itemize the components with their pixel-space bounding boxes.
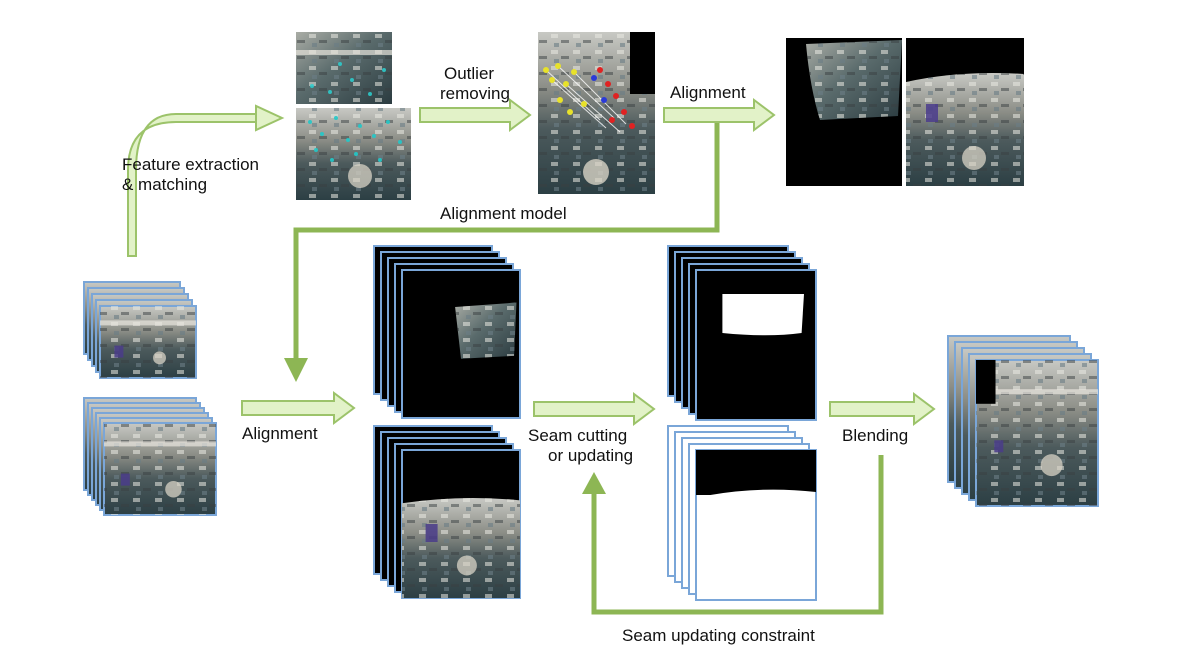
blending-arrow <box>829 392 936 426</box>
input-stack-lower-frame <box>103 422 217 516</box>
aligned-stack-upper-frame <box>401 269 521 419</box>
feature-image-bottom <box>296 108 411 200</box>
feature-image-pair <box>296 32 411 200</box>
alignment-left-label: Alignment <box>242 424 318 443</box>
alignment-top-arrow <box>663 98 776 132</box>
alignment-model-label: Alignment model <box>440 204 567 223</box>
aligned-stack-lower-frame <box>401 449 521 599</box>
alignment-model-connector <box>293 118 720 360</box>
seam-cutting-arrow <box>533 392 656 426</box>
aligned-stack-upper <box>373 245 521 419</box>
mask-stack-lower-frame <box>695 449 817 601</box>
aligned-stack-lower <box>373 425 521 599</box>
outlier-removed-image <box>538 32 655 194</box>
blended-stack <box>947 335 1099 507</box>
alignment-model-arrowhead <box>284 358 308 382</box>
input-stack-lower <box>83 397 217 516</box>
seam-constraint-arrowhead <box>582 472 606 494</box>
mask-stack-upper-frame <box>695 269 817 421</box>
blending-label: Blending <box>842 426 909 445</box>
input-stack-upper-frame <box>99 305 197 379</box>
alignment-top-label: Alignment <box>670 83 746 102</box>
outlier-removing-arrow <box>419 98 532 132</box>
aligned-warped-image <box>786 38 902 186</box>
mask-stack-lower <box>667 425 817 601</box>
feature-extraction-arrow <box>127 104 285 257</box>
feature-extraction-label: Feature extraction <box>122 155 260 174</box>
aligned-reference-image <box>906 38 1024 186</box>
input-stack-upper <box>83 281 197 379</box>
alignment-result-pair <box>786 38 1024 186</box>
seam-updating-label: or updating <box>548 446 634 465</box>
mask-stack-upper <box>667 245 817 421</box>
outlier-label: Outlier <box>444 64 495 83</box>
feature-matching-label: & matching <box>122 175 208 194</box>
seam-cutting-label: Seam cutting <box>528 426 628 445</box>
seam-constraint-connector <box>591 455 884 615</box>
blended-stack-frame <box>975 359 1099 507</box>
feature-image-top <box>296 32 392 104</box>
seam-constraint-label: Seam updating constraint <box>622 626 815 645</box>
alignment-left-arrow <box>241 391 356 425</box>
outlier-removing-label: removing <box>440 84 510 103</box>
